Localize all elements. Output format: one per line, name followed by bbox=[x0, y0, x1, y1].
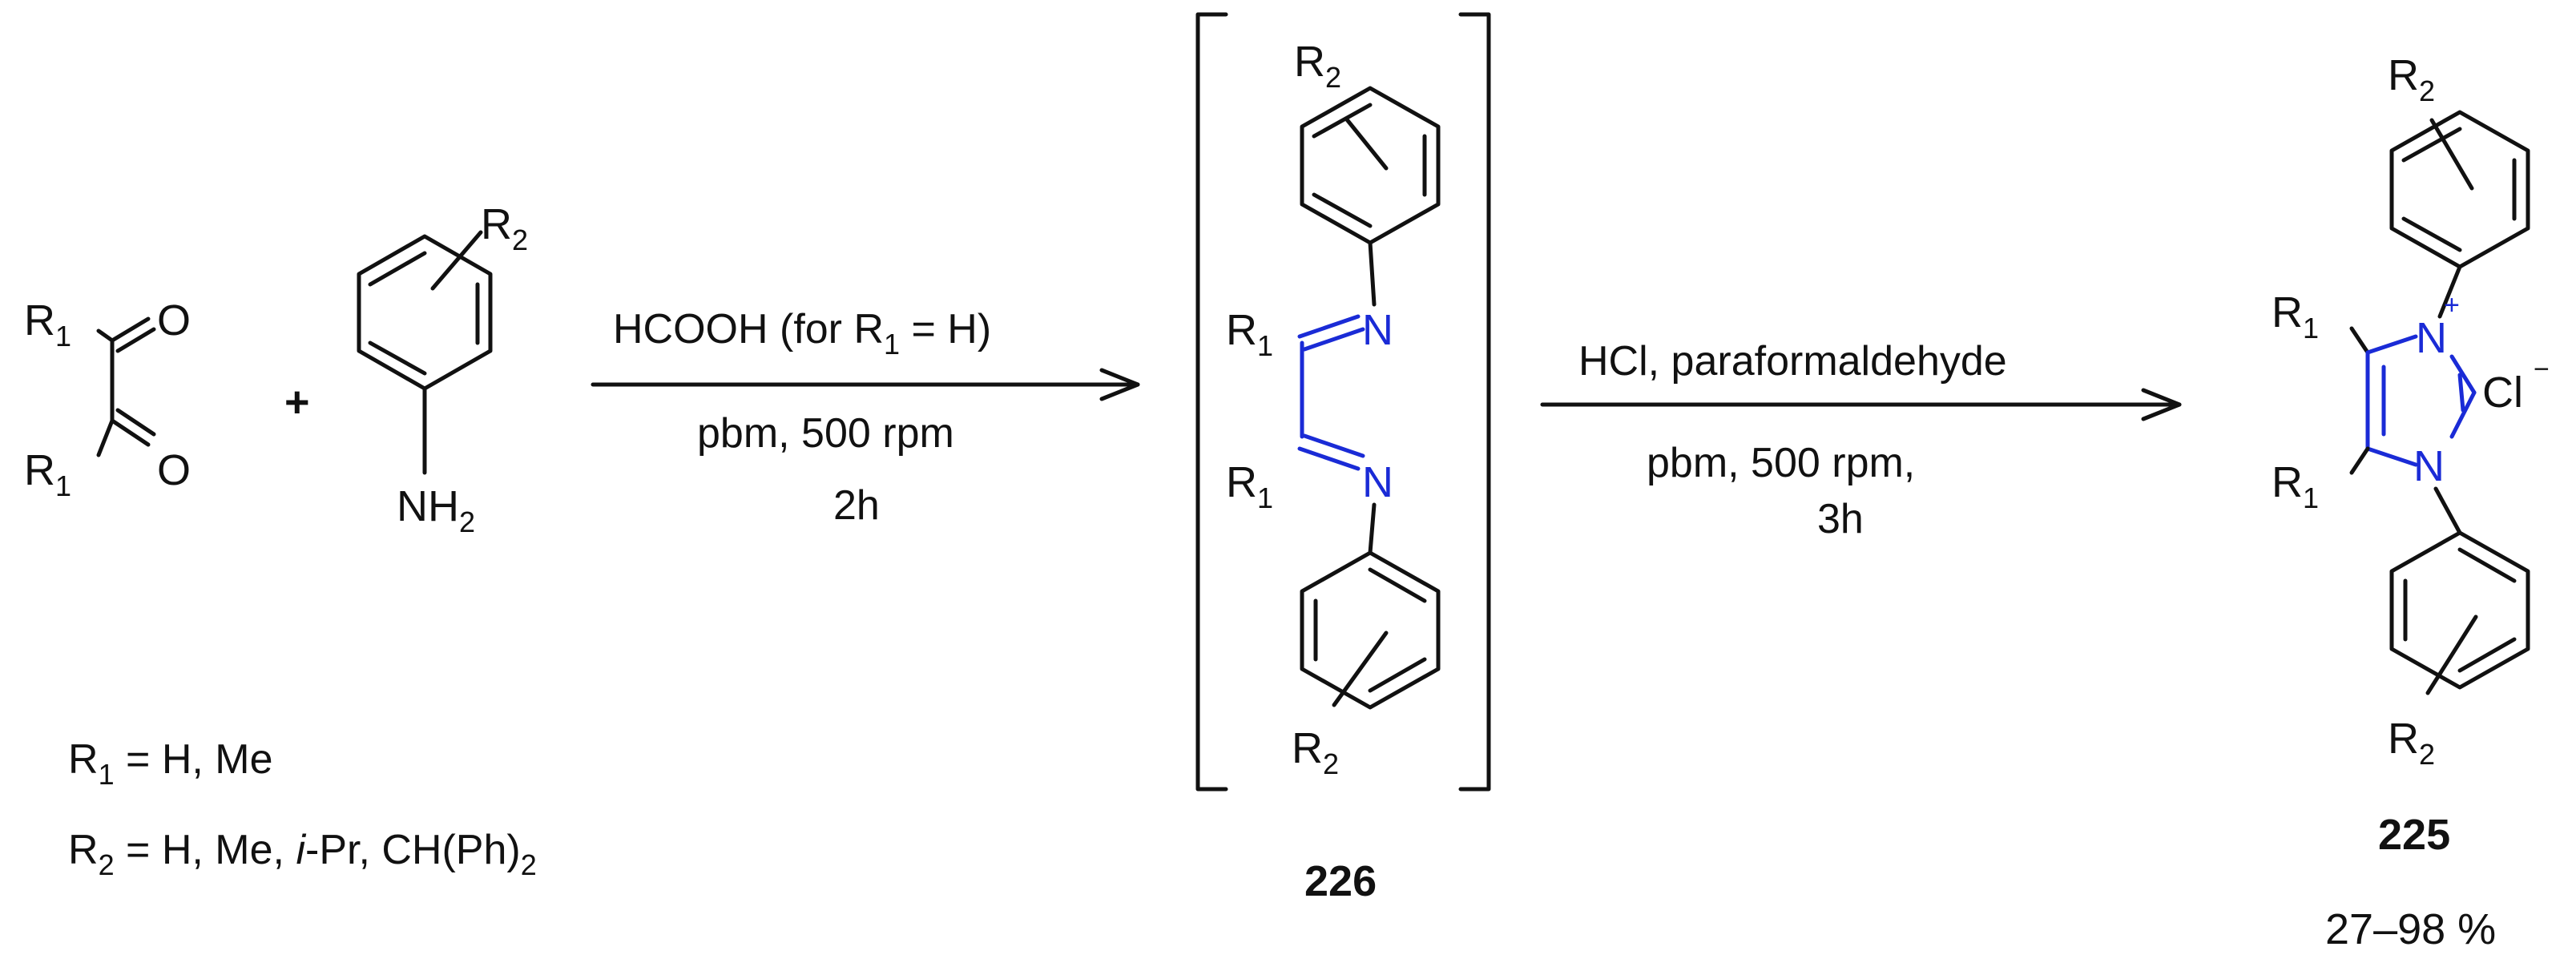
reactant1-o-bottom: O bbox=[157, 446, 191, 494]
intermediate-r2-bottom: R2 bbox=[1292, 724, 1339, 780]
product-225: R2 R1 N + Cl − N R1 R2 225 27–98 % bbox=[2272, 51, 2550, 953]
bond bbox=[2365, 334, 2418, 355]
bond bbox=[1312, 103, 1373, 139]
benzene-ring-bottom bbox=[2389, 530, 2530, 690]
bond bbox=[1312, 192, 1373, 228]
bond bbox=[2457, 373, 2465, 413]
bond bbox=[1302, 433, 1365, 458]
step1-arrow: HCOOH (for R1 = H) pbm, 500 rpm 2h bbox=[591, 306, 1140, 529]
reactant-aniline: R2 NH2 bbox=[357, 200, 528, 538]
reactant1-r1-bottom: R1 bbox=[24, 446, 71, 502]
bond bbox=[1344, 116, 1389, 171]
intermediate-r2-top: R2 bbox=[1294, 38, 1341, 94]
r2-definition: R2 = H, Me, i-Pr, CH(Ph)2 bbox=[68, 827, 537, 881]
intermediate-n-top: N bbox=[1362, 306, 1393, 354]
bond bbox=[2365, 446, 2418, 467]
intermediate-r1-bottom: R1 bbox=[1226, 458, 1273, 514]
plus-sign: + bbox=[284, 378, 310, 426]
bond bbox=[368, 251, 427, 287]
reactant1-o-top: O bbox=[157, 296, 191, 344]
bond bbox=[2401, 216, 2462, 252]
step2-arrow: HCl, paraformaldehyde pbm, 500 rpm, 3h bbox=[1540, 338, 2182, 542]
intermediate-226: R2 R1 N R1 N R2 226 bbox=[1195, 12, 1491, 905]
intermediate-r1-top: R1 bbox=[1226, 306, 1273, 362]
bond bbox=[1302, 327, 1365, 352]
aniline-r2: R2 bbox=[481, 200, 528, 256]
reactant1-r1-top: R1 bbox=[24, 296, 71, 353]
bond bbox=[2449, 390, 2477, 439]
product-n-top: N bbox=[2416, 314, 2447, 362]
bond bbox=[2425, 614, 2478, 695]
bond bbox=[1368, 502, 1377, 555]
bond bbox=[2349, 326, 2370, 355]
aniline-nh2: NH2 bbox=[397, 482, 475, 538]
step2-conditions: pbm, 500 rpm, bbox=[1647, 440, 1915, 486]
bond bbox=[1368, 240, 1377, 307]
reactant-dicarbonyl: R1 O R1 O bbox=[24, 296, 191, 502]
bond bbox=[2457, 547, 2517, 583]
left-bracket bbox=[1195, 12, 1228, 792]
bond bbox=[1368, 657, 1427, 693]
bond bbox=[115, 327, 156, 353]
step1-reagent: HCOOH (for R1 = H) bbox=[613, 306, 991, 361]
arrow-head bbox=[1099, 368, 1140, 401]
bond bbox=[2429, 118, 2474, 191]
benzene-ring bbox=[357, 234, 493, 391]
bond bbox=[1297, 446, 1361, 471]
bond bbox=[1368, 567, 1427, 603]
bond bbox=[2457, 637, 2517, 673]
product-n-charge: + bbox=[2444, 290, 2460, 320]
benzene-ring-top bbox=[1300, 86, 1441, 245]
product-yield: 27–98 % bbox=[2325, 905, 2496, 953]
bond bbox=[115, 408, 156, 437]
step1-conditions: pbm, 500 rpm bbox=[697, 410, 954, 457]
bond bbox=[110, 316, 151, 343]
bond bbox=[2401, 127, 2462, 163]
r1-definition: R1 = H, Me bbox=[68, 736, 273, 791]
benzene-ring-top bbox=[2389, 110, 2530, 269]
intermediate-n-bottom: N bbox=[1362, 458, 1393, 506]
product-chloride: Cl bbox=[2482, 369, 2523, 417]
bond bbox=[96, 418, 115, 457]
bond bbox=[2349, 446, 2370, 475]
arrow-head bbox=[2141, 388, 2182, 421]
bond bbox=[1297, 314, 1361, 339]
bond bbox=[368, 340, 427, 376]
bond bbox=[2433, 486, 2462, 535]
bond bbox=[430, 230, 483, 291]
product-r1-bottom: R1 bbox=[2272, 458, 2319, 514]
right-bracket bbox=[1458, 12, 1491, 792]
substituent-definitions: R1 = H, Me R2 = H, Me, i-Pr, CH(Ph)2 bbox=[68, 736, 537, 881]
benzene-ring-bottom bbox=[1300, 550, 1441, 710]
step2-reagent: HCl, paraformaldehyde bbox=[1578, 338, 2007, 385]
intermediate-label: 226 bbox=[1304, 857, 1377, 905]
step1-time: 2h bbox=[833, 482, 880, 529]
bond bbox=[110, 418, 151, 447]
product-r2-top: R2 bbox=[2388, 51, 2435, 107]
product-label: 225 bbox=[2378, 811, 2450, 859]
product-r2-bottom: R2 bbox=[2388, 715, 2435, 771]
product-chloride-charge: − bbox=[2534, 354, 2550, 385]
product-r1-top: R1 bbox=[2272, 288, 2319, 344]
bond bbox=[1332, 631, 1389, 707]
bond bbox=[96, 328, 115, 343]
bond bbox=[2449, 354, 2477, 395]
step2-time: 3h bbox=[1817, 496, 1864, 542]
product-n-bottom: N bbox=[2413, 442, 2445, 490]
bond bbox=[2437, 264, 2462, 319]
